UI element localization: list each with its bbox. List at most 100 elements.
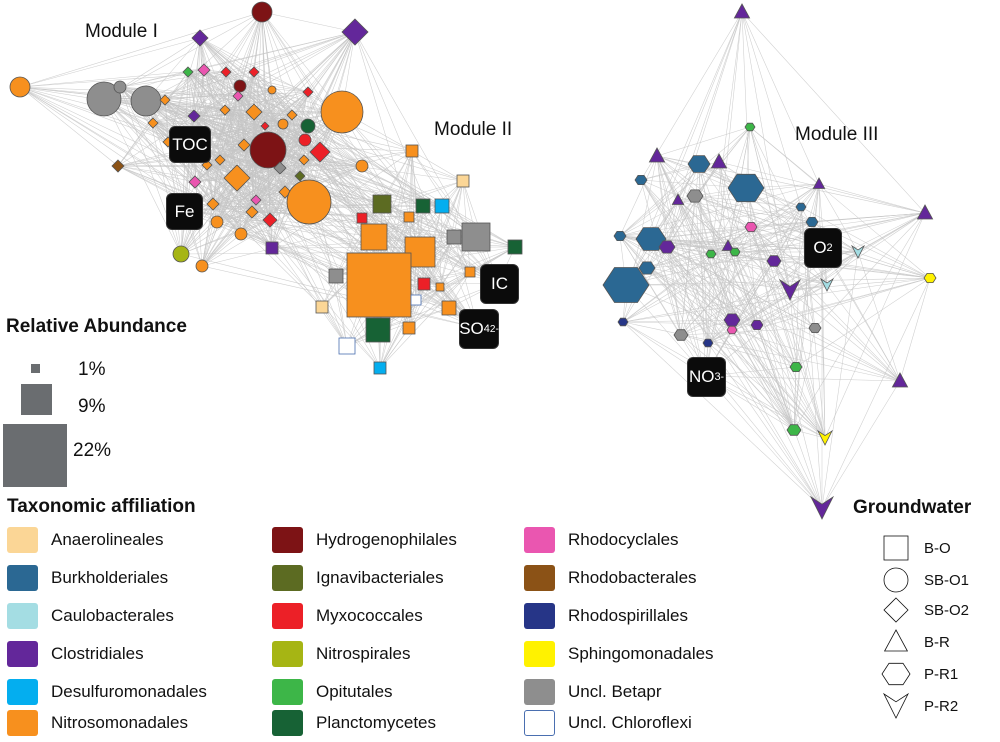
network-node [464,266,476,278]
network-node [265,241,279,255]
legend-label: Planctomycetes [316,713,436,732]
legend-item: Sphingomonadales [524,641,714,667]
network-node [812,177,826,189]
legend-item: Nitrosomonadales [7,710,188,736]
network-node [188,175,202,189]
arrow-down-icon [882,692,910,719]
network-node [286,109,298,121]
groundwater-item: B-O [880,534,990,562]
network-node [248,66,260,78]
legend-item: Rhodocyclales [524,527,679,553]
legend-label: Hydrogenophilales [316,530,457,549]
network-node [402,321,416,335]
env-node-toc: TOC [169,126,211,163]
network-node [723,313,741,327]
network-node [808,322,822,334]
legend-label: Burkholderiales [51,568,169,587]
network-node [172,245,190,263]
network-node [86,81,122,117]
legend-swatch [272,679,303,705]
network-node [223,164,251,192]
legend-label: Rhodobacterales [568,568,697,587]
network-node [159,94,171,106]
network-node [435,282,445,292]
abundance-label-small: 1% [78,359,106,380]
network-node [214,154,226,166]
network-node [249,131,287,169]
network-node [219,104,231,116]
network-node [245,103,263,121]
groundwater-item: SB-O1 [880,566,990,594]
abundance-square-medium [21,384,52,415]
abundance-label-medium: 9% [78,396,106,417]
network-node [245,205,259,219]
legend-item: Burkholderiales [7,565,168,591]
network-node [286,179,332,225]
network-node [805,216,819,228]
legend-swatch [272,527,303,553]
network-node [891,372,909,388]
network-node [617,317,629,327]
legend-item: Desulfuromonadales [7,679,207,705]
legend-item: Rhodospirillales [524,603,688,629]
legend-item: Opitutales [272,679,393,705]
network-node [315,300,329,314]
network-node [613,230,627,242]
network-node [309,141,331,163]
network-node [819,277,835,292]
legend-item: Anaerolineales [7,527,163,553]
legend-swatch [524,527,555,553]
network-node [434,198,450,214]
legend-swatch [524,641,555,667]
network-node [702,338,714,348]
network-node [191,29,209,47]
network-nodes [9,1,937,520]
network-node [356,212,368,224]
network-node [778,278,802,301]
network-node [220,66,232,78]
groundwater-label: SB-O2 [924,601,970,619]
network-node [671,193,685,205]
hexagon-icon [881,662,911,686]
network-node [507,239,523,255]
groundwater-item: SB-O2 [880,596,990,624]
legend-item: Caulobacterales [7,603,174,629]
network-node [441,300,457,316]
legend-item: Myxococcales [272,603,423,629]
network-node [733,3,751,19]
legend-swatch [7,710,38,736]
legend-label: Myxococcales [316,606,423,625]
legend-swatch [524,679,555,705]
legend-label: Caulobacterales [51,606,174,625]
network-node [721,239,735,251]
legend-label: Ignavibacteriales [316,568,444,587]
network-node [456,174,470,188]
module-label-2: Module II [434,119,513,140]
network-node [355,159,369,173]
module-label-3: Module III [795,124,879,145]
legend-label: Anaerolineales [51,530,164,549]
network-node [302,86,314,98]
network-node [346,252,412,318]
network-node [789,361,803,373]
network-node [729,247,741,257]
network-node [130,85,162,117]
legend-label: Sphingomonadales [568,644,714,663]
square-icon [883,535,909,561]
network-node [417,277,431,291]
abundance-label-large: 22% [73,440,112,461]
legend-swatch [7,641,38,667]
legend-label: Opitutales [316,682,393,701]
network-node [687,155,711,173]
network-node [233,79,247,93]
legend-item: Rhodobacterales [524,565,697,591]
circle-icon [883,567,909,593]
legend-item: Ignavibacteriales [272,565,444,591]
network-node [187,109,201,123]
network-node [9,76,31,98]
network-node [405,144,419,158]
legend-swatch [524,710,555,736]
network-node [648,147,666,163]
network-node [766,255,782,267]
